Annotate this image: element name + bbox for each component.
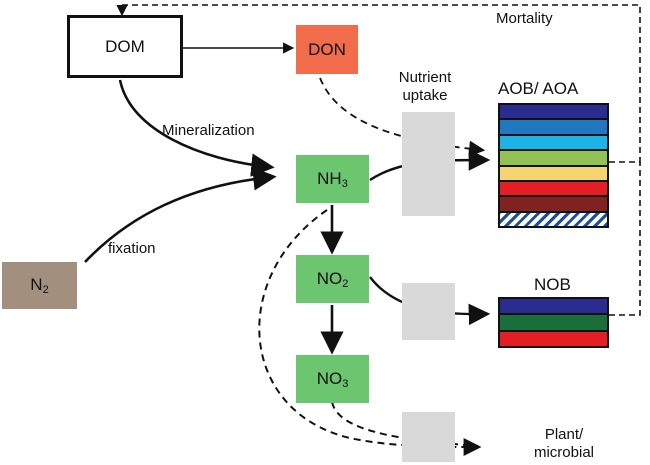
n2-node: N2 [2, 262, 77, 309]
aob-aoa-layer-3 [500, 135, 607, 152]
no3-node: NO3 [296, 355, 369, 403]
nob-layer-3 [500, 331, 607, 346]
nh3-label: NH3 [317, 168, 348, 190]
fixation-arrow [84, 167, 277, 263]
uptake-bar-plant [402, 412, 455, 462]
don-label: DON [308, 39, 346, 59]
dom-node: DOM [67, 15, 183, 78]
nob-stack [498, 297, 609, 348]
fixation-label: fixation [108, 240, 156, 257]
no2-node: NO2 [296, 255, 369, 303]
nh3-node: NH3 [296, 155, 369, 203]
nob-layer-1 [500, 299, 607, 316]
no3-label: NO3 [316, 368, 349, 390]
nob-layer-2 [500, 315, 607, 332]
aob-aoa-layer-7 [500, 197, 607, 213]
nutrient-uptake-label-1: Nutrient [398, 69, 452, 86]
aob-aoa-layer-2 [500, 120, 607, 136]
mineralization-label: Mineralization [162, 122, 255, 139]
nob-label: NOB [534, 275, 571, 294]
uptake-bar-nob [402, 283, 455, 340]
aob-aoa-layer-6 [500, 181, 607, 198]
plant-microbial-label-2: microbial [533, 444, 594, 461]
aob-aoa-layer-5 [500, 166, 607, 182]
don-node: DON [296, 25, 358, 74]
nutrient-uptake-label-2: uptake [402, 87, 448, 104]
mineralization-arrow [118, 79, 275, 177]
don-to-aob-arrow [319, 77, 486, 157]
aob-aoa-layer-4 [500, 151, 607, 167]
mortality-connector [116, 4, 641, 163]
aob-aoa-layer-8 [500, 212, 607, 226]
aob-aoa-label: AOB/ AOA [498, 79, 579, 98]
mortality-connector-nob [609, 162, 641, 316]
aob-aoa-stack [498, 103, 609, 228]
plant-microbial-label-1: Plant/ [544, 426, 584, 443]
no2-label: NO2 [316, 268, 349, 290]
dom-label: DOM [105, 36, 145, 56]
uptake-bar-aob [402, 112, 455, 216]
mortality-label: Mortality [496, 10, 553, 27]
aob-aoa-layer-1 [500, 105, 607, 121]
n2-label: N2 [30, 275, 49, 296]
